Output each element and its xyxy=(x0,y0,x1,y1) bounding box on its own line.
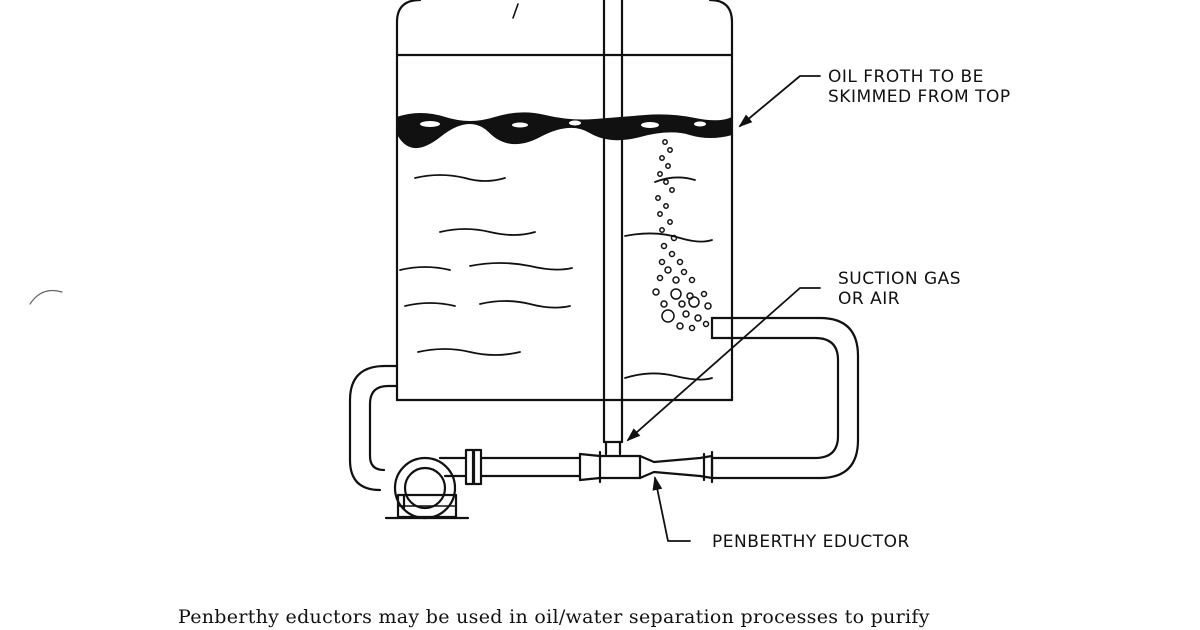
eductor-label: PENBERTHY EDUCTOR xyxy=(712,532,910,552)
scan-mark xyxy=(29,289,63,305)
water-ripples xyxy=(399,174,713,381)
suction-label-line2: OR AIR xyxy=(838,289,900,309)
return-pipe xyxy=(710,316,860,480)
oil-froth-layer xyxy=(396,112,733,148)
caption-text: Penberthy eductors may be used in oil/wa… xyxy=(178,606,930,628)
suction-label-line1: SUCTION GAS xyxy=(838,269,961,289)
suction-pipe xyxy=(602,0,624,456)
tank xyxy=(395,0,734,402)
pump xyxy=(384,456,470,520)
pipe-flange xyxy=(464,448,475,486)
tank-outlet-pipe xyxy=(348,364,399,492)
discharge-pipe xyxy=(438,448,602,486)
penberthy-eductor xyxy=(598,450,714,484)
oil-froth-label-line1: OIL FROTH TO BE xyxy=(828,67,984,87)
annotation-leaders xyxy=(626,75,821,542)
oil-froth-label-line2: SKIMMED FROM TOP xyxy=(828,87,1011,107)
bubbles xyxy=(652,139,712,332)
